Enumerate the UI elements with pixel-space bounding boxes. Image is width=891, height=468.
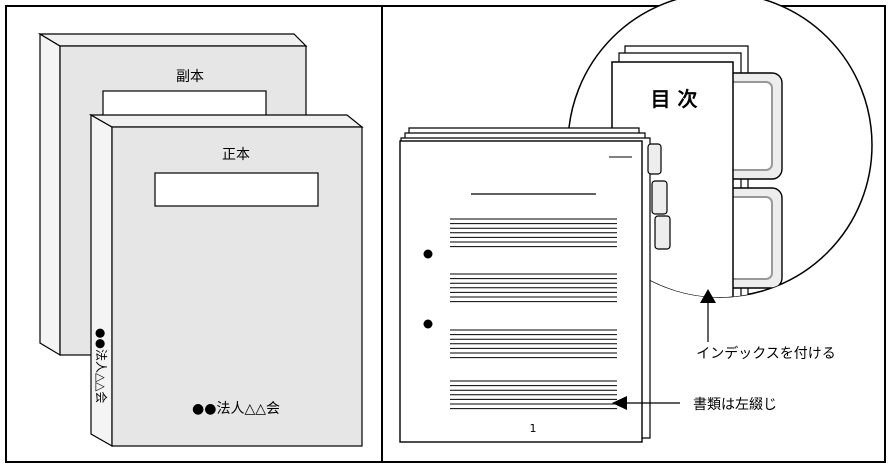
stack-tab-2 [651, 180, 668, 215]
back-binder-spine [39, 32, 61, 357]
punch-hole-upper [423, 249, 433, 259]
callout-binding: 書類は左綴じ [612, 396, 777, 413]
page-number: 1 [530, 422, 537, 435]
arrow-left-icon [612, 396, 627, 410]
callout-index-tabs-text: インデックスを付ける [696, 345, 836, 362]
document-stack: 1 [399, 127, 671, 443]
stack-tab-1 [647, 143, 662, 175]
punch-hole-lower [423, 319, 433, 329]
arrow-up-icon [700, 289, 716, 303]
index-page-title: 目 次 [651, 87, 698, 111]
back-binder-top [37, 33, 308, 47]
front-binder-label-window [154, 172, 319, 207]
front-binder-spine-text: ●●法人△△会 [94, 328, 108, 403]
back-binder-label: 副本 [176, 69, 204, 85]
front-binder-label: 正本 [222, 147, 250, 163]
stack-tab-3 [654, 215, 671, 250]
callout-binding-text: 書類は左綴じ [693, 397, 777, 413]
page-text-lines [450, 218, 617, 410]
top-page [399, 140, 643, 443]
front-binder: 正本 ●●法人△△会 ●●法人△△会 [88, 113, 364, 448]
callout-index-tabs: インデックスを付ける [696, 289, 836, 362]
binder-illustration: 副本 正本 ●●法人△△会 ●●法人△△会 [37, 32, 364, 448]
front-binder-top [88, 114, 364, 128]
front-binder-organization-name: ●●法人△△会 [192, 401, 280, 417]
